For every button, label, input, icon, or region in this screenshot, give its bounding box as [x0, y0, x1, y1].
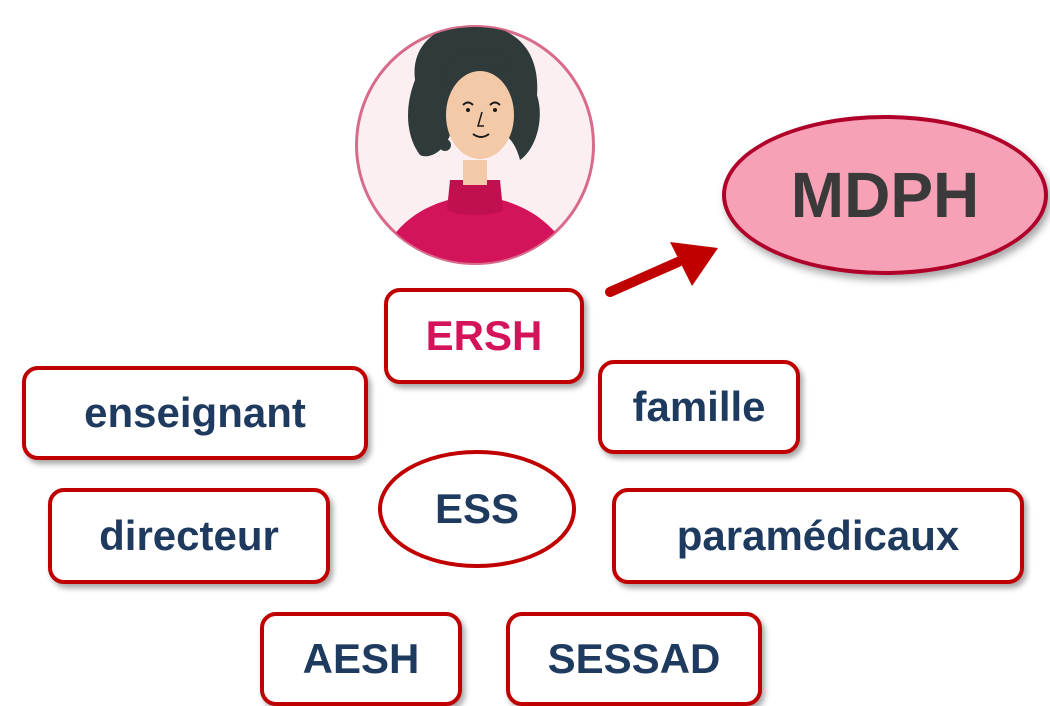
sessad-label: SESSAD: [547, 635, 721, 682]
ess-oval: ESS: [378, 450, 576, 568]
woman-avatar-icon: [355, 25, 595, 265]
mdph-label: MDPH: [790, 159, 980, 231]
famille-label: famille: [632, 383, 766, 430]
enseignant-box: enseignant: [22, 366, 368, 460]
mdph-oval: MDPH: [722, 115, 1048, 275]
enseignant-label: enseignant: [84, 389, 306, 436]
directeur-box: directeur: [48, 488, 330, 584]
ersh-box: ERSH: [384, 288, 584, 384]
aesh-box: AESH: [260, 612, 462, 706]
sessad-box: SESSAD: [506, 612, 762, 706]
ess-label: ESS: [434, 485, 520, 532]
directeur-label: directeur: [99, 512, 279, 559]
arrow-right-up-icon: [605, 242, 718, 297]
paramedicaux-box: paramédicaux: [612, 488, 1024, 584]
paramedicaux-label: paramédicaux: [676, 512, 960, 559]
famille-box: famille: [598, 360, 800, 454]
aesh-label: AESH: [302, 635, 420, 682]
ersh-label: ERSH: [425, 312, 543, 359]
